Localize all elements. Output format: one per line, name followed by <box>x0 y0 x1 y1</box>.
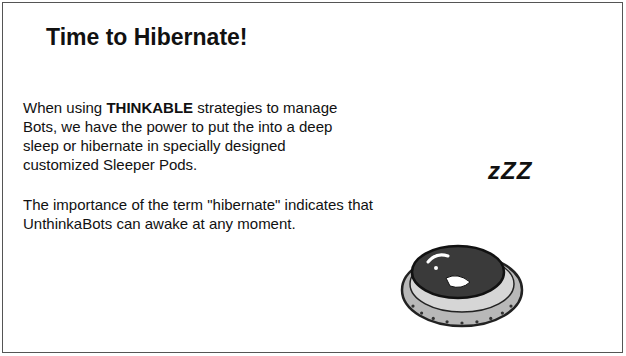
rim-dot <box>509 304 512 307</box>
body-paragraph: The importance of the term "hibernate" i… <box>23 195 403 233</box>
rim-dot <box>420 311 423 314</box>
slide-heading: Time to Hibernate! <box>46 23 446 51</box>
body-paragraph: When using THINKABLE strategies to manag… <box>23 98 363 174</box>
rim-dot <box>489 317 492 320</box>
rim-dot <box>460 321 463 324</box>
rim-dot <box>475 320 478 323</box>
sleeper-pod <box>402 246 522 326</box>
rim-dot <box>432 317 435 320</box>
rim-dots <box>411 304 512 324</box>
rim-dot <box>411 304 414 307</box>
sleep-symbol: zZZ <box>488 158 532 184</box>
rim-dot <box>445 320 448 323</box>
rim-dot <box>501 311 504 314</box>
